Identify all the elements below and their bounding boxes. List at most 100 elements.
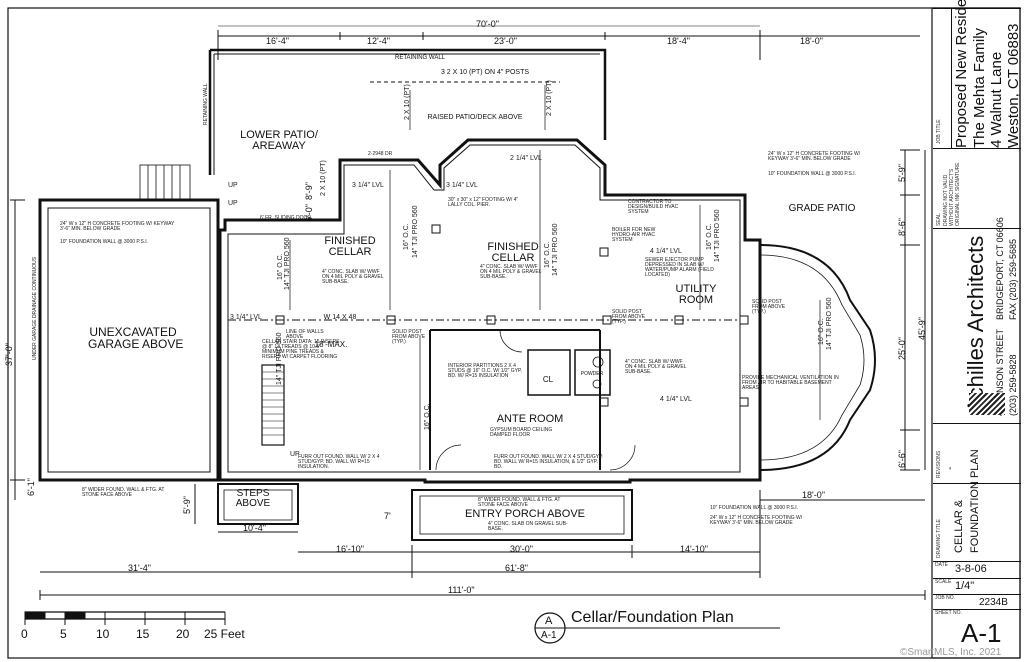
note-tji-4: 14" TJI PRO 560 — [714, 209, 721, 262]
firm-phone: (203) 259-5828 — [1008, 354, 1018, 416]
note-slab-left: 4" CONC. SLAB W/ WWF ON 4 MIL POLY & GRA… — [322, 269, 384, 285]
room-entry-porch: ENTRY PORCH ABOVE — [464, 508, 586, 520]
note-tji-5: 14" TJI PRO 560 — [826, 297, 833, 350]
note-garage-footing: 24" W x 12" H CONCRETE FOOTING W/ KEYWAY… — [60, 221, 175, 232]
note-boiler: BOILER FOR NEW HYDRO-AIR HVAC SYSTEM — [612, 227, 656, 243]
lvl-3: 3 1/4" LVL — [446, 182, 478, 189]
drawing-title-2: FOUNDATION PLAN — [969, 449, 981, 553]
dim-bot-3: 30'-0" — [510, 544, 533, 554]
note-retaining-side: RETAINING WALL — [203, 83, 209, 125]
scale-tick-20: 20 — [176, 627, 190, 641]
scale-tick-5: 5 — [60, 627, 67, 641]
note-slab-center: 4" CONC. SLAB W/ WWF ON 4 MIL POLY & GRA… — [480, 264, 542, 280]
note-interior-part: INTERIOR PARTITIONS 2 X 4 STUDS @ 16" O.… — [448, 363, 523, 379]
title-block: JOB TITLE Proposed New Residence For The… — [933, 0, 1022, 660]
dim-left-59: 5'-9" — [182, 496, 192, 514]
note-wider-found: 8" WIDER FOUND. WALL & FTG. AT STONE FAC… — [82, 487, 165, 498]
detail-tag: A — [545, 615, 553, 627]
note-footing-30: 30" x 30" x 12" FOOTING W/ 4" LALLY COL.… — [448, 197, 519, 208]
note-stair: CELLAR STAIR DATA: 15 RISERS @ 8" 13 TRE… — [262, 339, 340, 360]
dim-bot-overall: 111'-0" — [448, 585, 475, 595]
note-oc-5: 16" O.C. — [818, 318, 825, 345]
scale-value: 1/4" — [955, 580, 975, 592]
note-up3: UP — [290, 451, 300, 458]
retaining-wall-label: RETAINING WALL — [394, 55, 445, 61]
note-solid-post-2: SOLID POST FROM ABOVE (TYP.) — [612, 309, 646, 325]
note-pt-2: 2 X 10 (PT) — [546, 80, 553, 116]
room-garage: UNEXCAVATED GARAGE ABOVE — [88, 325, 184, 351]
dim-right-bottom: 18'-0" — [802, 490, 825, 500]
detail-sheet: A-1 — [541, 630, 557, 641]
sheet-no-value: A-1 — [961, 618, 1002, 648]
note-oc-3: 16" O.C. — [544, 241, 551, 268]
posts-label: 3 2 X 10 (PT) ON 4" POSTS — [440, 69, 530, 76]
lvl-1: 3 1/4" LVL — [352, 182, 384, 189]
room-raised-patio: RAISED PATIO/DECK ABOVE — [427, 114, 523, 121]
dim-top-3: 23'-0" — [494, 36, 517, 46]
watermark: ©SmartMLS, Inc. 2021 — [900, 647, 1002, 658]
note-oc-6: 16" O.C. — [424, 403, 431, 430]
scale-tick-10: 10 — [96, 627, 110, 641]
room-steps: STEPS ABOVE — [235, 488, 271, 509]
dim-porch-7: 7' — [384, 511, 391, 521]
note-ejector: SEWER EJECTOR PUMP DEPRESSED IN SLAB W/ … — [645, 257, 714, 278]
seal-label: SEAL — [936, 213, 942, 226]
note-under-garage: UNDER GARAGE DRAINAGE CONTINUOUS — [32, 256, 38, 360]
note-pt-1: 2 X 10 (PT) — [404, 84, 411, 120]
firm-fax: FAX (203) 259-5685 — [1008, 238, 1018, 320]
max18-label: 18'-MAX. — [314, 340, 348, 349]
scale-tick-15: 15 — [136, 627, 150, 641]
dim-left-89: 8'-9" — [304, 182, 314, 200]
room-utility: UTILITY ROOM — [675, 283, 717, 306]
room-lower-patio: LOWER PATIO/ AREAWAY — [240, 129, 318, 152]
dim-top-1: 16'-4" — [266, 36, 289, 46]
note-right-footing: 24" W x 12" H CONCRETE FOOTING W/ KEYWAY… — [710, 515, 803, 526]
note-pt-3: 2 X 10 (PT) — [320, 160, 327, 196]
client-name: The Mehta Family — [971, 27, 988, 148]
dim-left-6: 6'-1" — [26, 478, 36, 496]
plan-title: Cellar/Foundation Plan — [571, 609, 734, 626]
dim-bot-6: 61'-8" — [505, 563, 528, 573]
note-oc-4: 16" O.C. — [706, 223, 713, 250]
room-ante: ANTE ROOM — [496, 413, 564, 425]
note-solid-post-1: SOLID POST FROM ABOVE (TYP.) — [392, 329, 426, 345]
drawing-title-label: DRAWING TITLE — [936, 519, 942, 558]
date-value: 3-8-06 — [955, 563, 987, 575]
lvl-6: 4 1/4" LVL — [660, 396, 692, 403]
note-line-walls: LINE OF WALLS ABOVE — [286, 329, 324, 340]
note-furr-left: FURR OUT FOUND. WALL W/ 2 X 4 STUD/GYP. … — [298, 454, 380, 470]
firm-city: BRIDGEPORT, CT 06606 — [995, 217, 1005, 320]
dim-top-2: 12'-4" — [367, 36, 390, 46]
job-no-value: 2234B — [979, 597, 1008, 608]
dim-top-overall: 70'-0" — [476, 19, 499, 29]
seal-note: DRAWING NOT VALID WITHOUT ARCHITECT'S OR… — [943, 162, 961, 226]
note-garage-wall: 10" FOUNDATION WALL @ 3000 P.S.I. — [60, 239, 148, 245]
note-oc-2: 16" O.C. — [403, 223, 410, 250]
project-city: Weston, CT 06883 — [1005, 23, 1022, 148]
room-grade-patio: GRADE PATIO — [788, 203, 856, 214]
note-solid-post-3: SOLID POST FROM ABOVE (TYP.) — [752, 299, 786, 315]
dim-bot-1: 10'-4" — [243, 523, 266, 533]
note-right-wall: 10" FOUNDATION WALL @ 3000 P.S.I. — [710, 505, 798, 511]
dim-left-37: 37'-0" — [4, 343, 14, 366]
dim-bot-2: 16'-10" — [336, 544, 364, 554]
note-furr-center: FURR OUT FOUND. WALL W/ 2 X 4 STUD/GYP. … — [494, 454, 604, 470]
scale-tick-25: 25 Feet — [204, 627, 245, 641]
note-up2: UP — [228, 200, 238, 207]
closet-label: CL — [542, 375, 554, 384]
sheet-no-label: SHEET NO. — [935, 610, 962, 616]
date-label: DATE — [935, 562, 948, 568]
job-title-label: JOB TITLE — [936, 119, 942, 144]
project-address: 4 Walnut Lane — [988, 51, 1005, 148]
project-name: Proposed New Residence For — [953, 0, 970, 148]
dim-right-3: 25'-0" — [897, 337, 907, 360]
beam-label: W 14 X 48 — [323, 314, 357, 321]
note-porch-wall: 8" WIDER FOUND. WALL & FTG. AT STONE FAC… — [478, 497, 561, 508]
dim-right-5: 6'-6" — [897, 450, 907, 468]
note-tji-1: 14" TJI PRO 560 — [284, 237, 291, 290]
dim-right-1: 5'-9" — [897, 164, 907, 182]
dim-right-4: 45'-9" — [917, 317, 927, 340]
dim-bot-4: 14'-10" — [680, 544, 708, 554]
